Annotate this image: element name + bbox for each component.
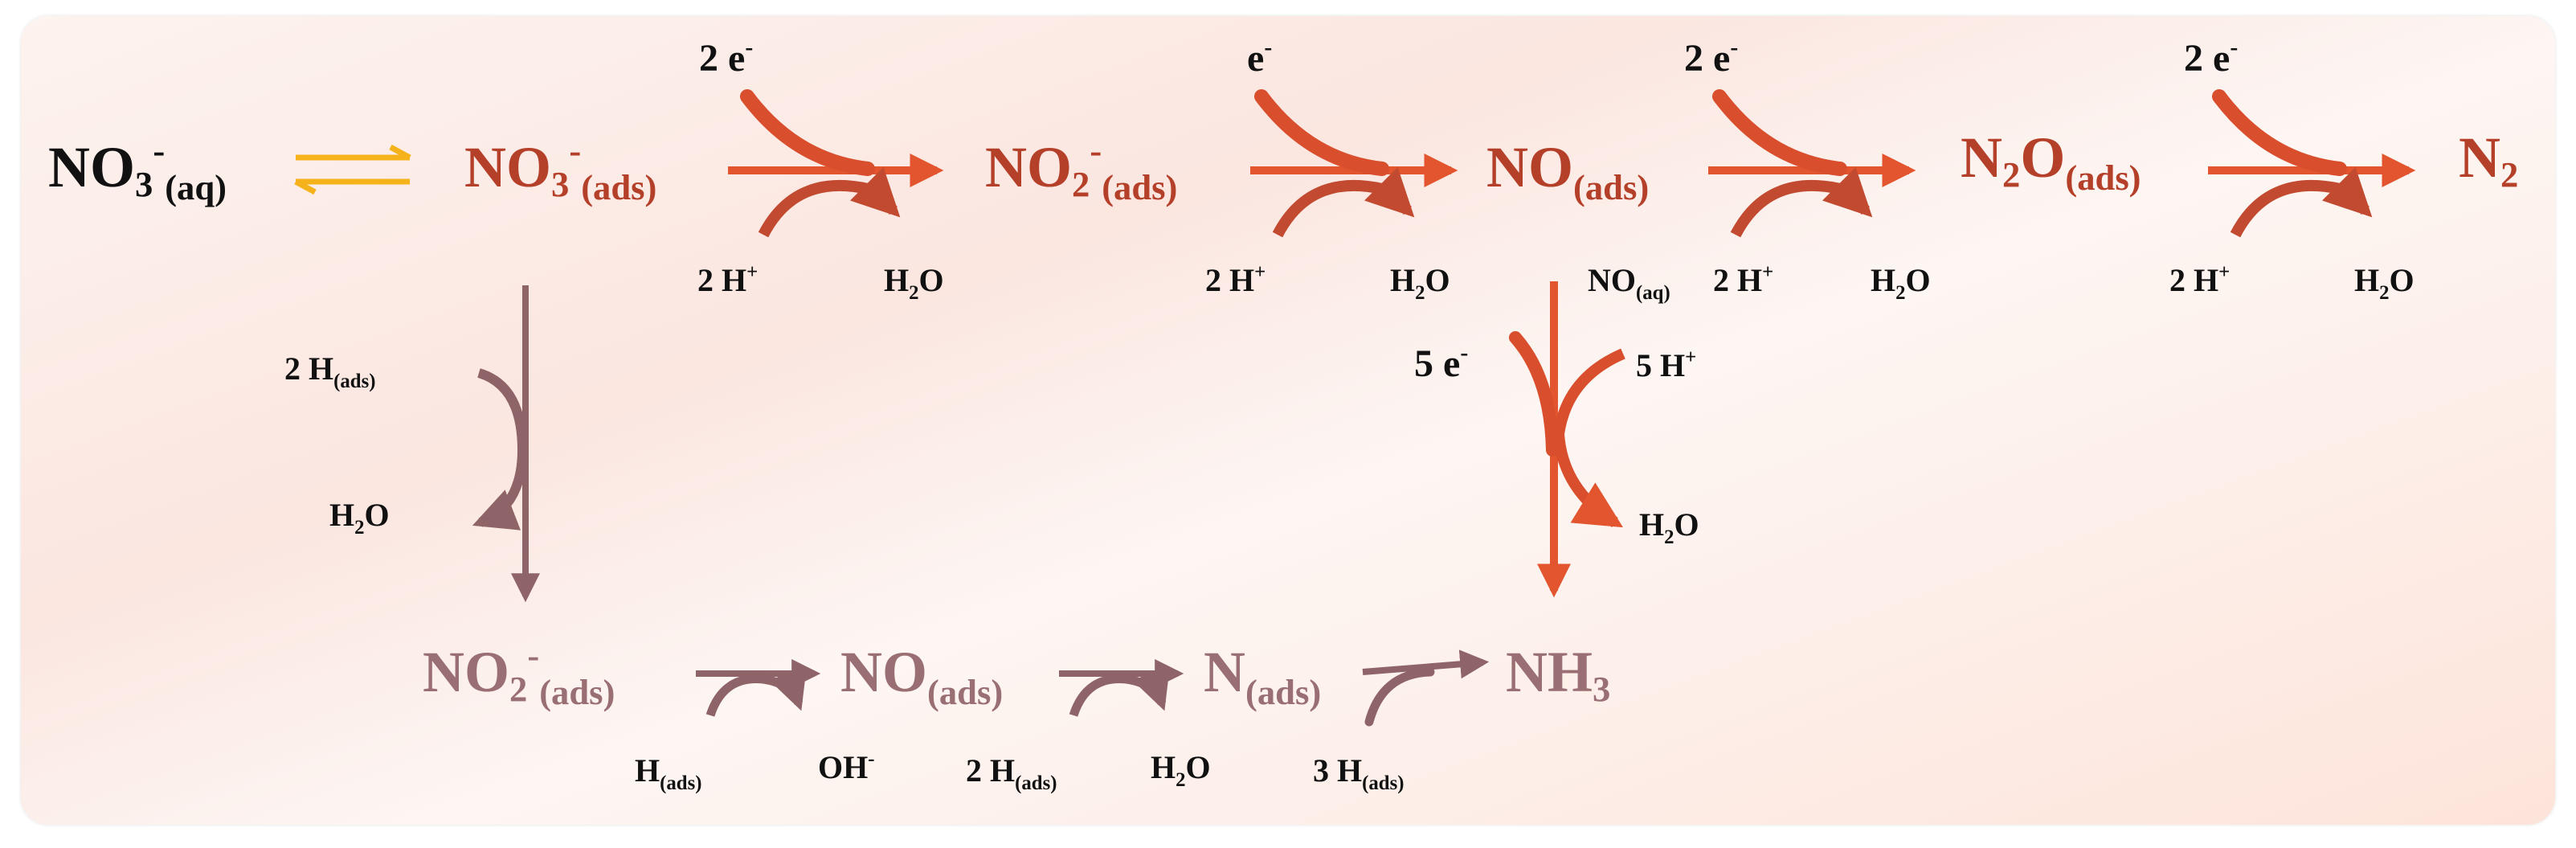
reaction-arrow-step-3 xyxy=(1708,89,1916,238)
reaction-arrow-no3-to-no2-bottom xyxy=(472,285,540,603)
vertical-protons: 5 H+ xyxy=(1636,346,1696,383)
step1-protons: 2 H+ xyxy=(697,261,758,298)
vertical-water: H2O xyxy=(1639,506,1699,548)
step2-water: H2O xyxy=(1390,262,1450,304)
species-n2o-ads: N2O(ads) xyxy=(1961,125,2141,198)
left-vertical-reagent: 2 H(ads) xyxy=(284,350,375,392)
step2-protons: 2 H+ xyxy=(1205,261,1266,298)
step1-electrons: 2 e- xyxy=(699,34,753,80)
reaction-arrow-step-2 xyxy=(1250,89,1458,238)
step4-water: H2O xyxy=(2354,262,2414,304)
reaction-arrow-b1 xyxy=(696,659,821,717)
species-no2-ads-bottom: NO2-(ads) xyxy=(423,635,615,712)
step1-water: H2O xyxy=(884,262,944,304)
left-vertical-water: H2O xyxy=(329,497,390,539)
reaction-arrow-step-4 xyxy=(2208,89,2416,238)
step2-electrons: e- xyxy=(1247,34,1272,80)
species-no3-ads: NO3-(ads) xyxy=(464,130,656,207)
step3-protons: 2 H+ xyxy=(1713,261,1773,298)
reaction-arrow-b2 xyxy=(1059,659,1184,717)
reaction-arrow-no-to-nh3 xyxy=(1509,281,1625,598)
b3-reagent: 3 H(ads) xyxy=(1313,752,1404,794)
species-no-ads-bottom: NO(ads) xyxy=(840,640,1003,712)
species-no2-ads-top: NO2-(ads) xyxy=(985,130,1177,207)
b1-reagent: H(ads) xyxy=(635,752,701,794)
species-no3-aq: NO3-(aq) xyxy=(48,130,227,207)
species-n2: N2 xyxy=(2459,125,2518,195)
step4-electrons: 2 e- xyxy=(2184,34,2238,80)
species-nh3: NH3 xyxy=(1506,640,1610,709)
vertical-electrons: 5 e- xyxy=(1414,339,1468,385)
b2-reagent: 2 H(ads) xyxy=(966,752,1057,794)
reaction-arrow-b3 xyxy=(1362,649,1490,727)
step4-protons: 2 H+ xyxy=(2169,261,2230,298)
step3-water: H2O xyxy=(1871,262,1931,304)
step3-electrons: 2 e- xyxy=(1684,34,1738,80)
reaction-arrow-step-1 xyxy=(728,89,944,238)
b2-product: H2O xyxy=(1151,749,1211,791)
side-product-no-aq: NO(aq) xyxy=(1588,262,1670,304)
species-n-ads: N(ads) xyxy=(1204,640,1321,712)
b1-product: OH- xyxy=(818,748,875,785)
species-no-ads-top: NO(ads) xyxy=(1486,135,1649,207)
equilibrium-arrows xyxy=(294,144,411,195)
diagram-panel xyxy=(21,16,2555,825)
